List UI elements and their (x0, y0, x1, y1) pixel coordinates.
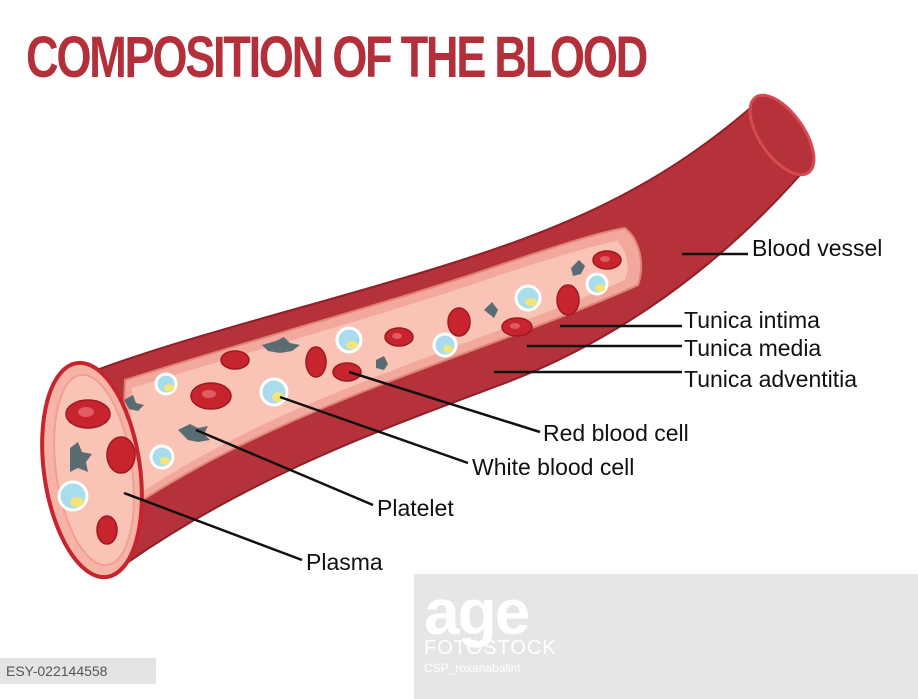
platelet (262, 337, 300, 353)
label-tunica-adventitia: Tunica adventitia (684, 366, 858, 392)
label-platelet: Platelet (377, 495, 454, 521)
watermark-stock-text: FOTOSTOCK (424, 637, 557, 659)
pointer-red-blood-cell (348, 370, 541, 434)
white-blood-cell (514, 284, 542, 312)
red-blood-cell (220, 350, 250, 370)
white-blood-cells (57, 272, 609, 512)
platelet (178, 424, 210, 442)
pointer-white-blood-cell (279, 395, 469, 465)
pointer-plasma (123, 491, 303, 562)
red-blood-cell (96, 515, 118, 545)
watermark-credit: CSP_roxanabalint (424, 661, 521, 675)
watermark-logo: age (424, 576, 530, 648)
red-blood-cell (332, 362, 362, 382)
watermark-panel (414, 574, 918, 699)
vessel-far-opening (748, 93, 816, 177)
pointer-platelet (195, 428, 374, 507)
platelet (484, 302, 498, 318)
red-blood-cell (106, 436, 136, 474)
label-tunica-intima: Tunica intima (684, 307, 820, 333)
red-blood-cell (447, 307, 471, 337)
white-blood-cell (149, 444, 175, 470)
label-plasma: Plasma (306, 549, 383, 575)
platelets (70, 260, 585, 472)
white-blood-cell (259, 377, 289, 407)
red-blood-cell (556, 284, 580, 316)
white-cell-nuclei (70, 284, 605, 507)
label-white-blood-cell: White blood cell (472, 454, 635, 480)
red-blood-cell (305, 346, 327, 378)
platelet (70, 442, 92, 472)
platelet (124, 395, 144, 411)
pointer-lines (123, 252, 748, 562)
platelet (376, 356, 388, 370)
label-blood-vessel: Blood vessel (752, 235, 883, 261)
white-blood-cell (432, 332, 458, 358)
label-tunica-media: Tunica media (684, 335, 822, 361)
image-id: ESY-022144558 (0, 658, 156, 684)
diagram-title: COMPOSITION OF THE BLOOD (26, 25, 648, 90)
label-red-blood-cell: Red blood cell (543, 420, 689, 446)
red-cell-highlights (78, 256, 610, 417)
vessel-lumen (126, 241, 628, 503)
platelet (571, 260, 585, 276)
